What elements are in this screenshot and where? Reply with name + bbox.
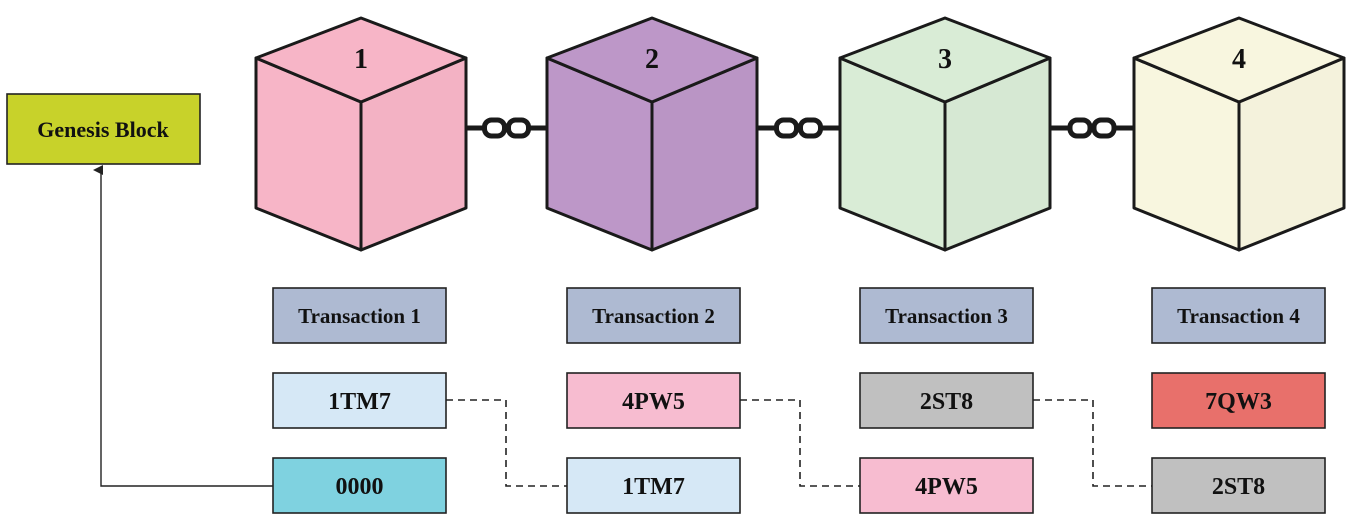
prev-hash-box [1151, 457, 1326, 514]
cube-top-face [1132, 16, 1346, 104]
genesis-block-label: Genesis Block [37, 117, 169, 142]
chain-link-3 [1050, 117, 1134, 139]
prev-hash-box [272, 457, 447, 514]
block-cube-4: 4 [1132, 16, 1346, 252]
hash-box [1151, 372, 1326, 429]
chain-ring [774, 117, 799, 139]
transaction-column-1: Transaction 1 1TM7 0000 [272, 287, 447, 514]
chain-ring [482, 117, 507, 139]
cube-top-face [254, 16, 468, 104]
hash-connectors [446, 399, 1152, 487]
transaction-label: Transaction 2 [592, 304, 715, 328]
chain-ring [506, 117, 531, 139]
hash-value: 7QW3 [1205, 389, 1272, 415]
cube-top-face [838, 16, 1052, 104]
block-number-label: 3 [938, 44, 952, 75]
hash-connector-1 [446, 399, 567, 487]
prev-hash-value: 1TM7 [622, 474, 685, 500]
hash-connector-2 [740, 399, 860, 487]
transaction-label-box [272, 287, 447, 344]
chain-ring [798, 117, 823, 139]
hash-box [859, 372, 1034, 429]
transaction-label-box [859, 287, 1034, 344]
blocks-row: 1 2 3 4 [254, 16, 1346, 252]
block-cube-1: 1 [254, 16, 468, 252]
genesis-link-arrow [93, 165, 276, 487]
prev-hash-value: 4PW5 [915, 474, 978, 500]
genesis-block: Genesis Block [6, 93, 201, 165]
transaction-label: Transaction 4 [1177, 304, 1300, 328]
prev-hash-box [566, 457, 741, 514]
block-cube-3: 3 [838, 16, 1052, 252]
transaction-label-box [566, 287, 741, 344]
block-number-label: 4 [1232, 44, 1246, 75]
hash-value: 1TM7 [328, 389, 391, 415]
transaction-columns: Transaction 1 1TM7 0000 Transaction 2 4PW5 1T… [272, 287, 1326, 514]
chain-link-1 [466, 117, 547, 139]
hash-connector-3 [1033, 399, 1152, 487]
transaction-label: Transaction 1 [298, 304, 421, 328]
block-cube-2: 2 [545, 16, 759, 252]
hash-box [272, 372, 447, 429]
cube-top-face [545, 16, 759, 104]
chain-link-2 [757, 117, 840, 139]
transaction-label: Transaction 3 [885, 304, 1008, 328]
transaction-column-3: Transaction 3 2ST8 4PW5 [859, 287, 1034, 514]
block-number-label: 2 [645, 44, 659, 75]
chain-ring [1067, 117, 1093, 139]
chain-ring [1091, 117, 1117, 139]
transaction-label-box [1151, 287, 1326, 344]
prev-hash-value: 0000 [336, 474, 384, 500]
transaction-column-4: Transaction 4 7QW3 2ST8 [1151, 287, 1326, 514]
block-number-label: 1 [354, 44, 368, 75]
transaction-column-2: Transaction 2 4PW5 1TM7 [566, 287, 741, 514]
hash-box [566, 372, 741, 429]
hash-value: 2ST8 [920, 389, 973, 415]
prev-hash-box [859, 457, 1034, 514]
chain-links [466, 117, 1134, 139]
prev-hash-value: 2ST8 [1212, 474, 1265, 500]
hash-value: 4PW5 [622, 389, 685, 415]
